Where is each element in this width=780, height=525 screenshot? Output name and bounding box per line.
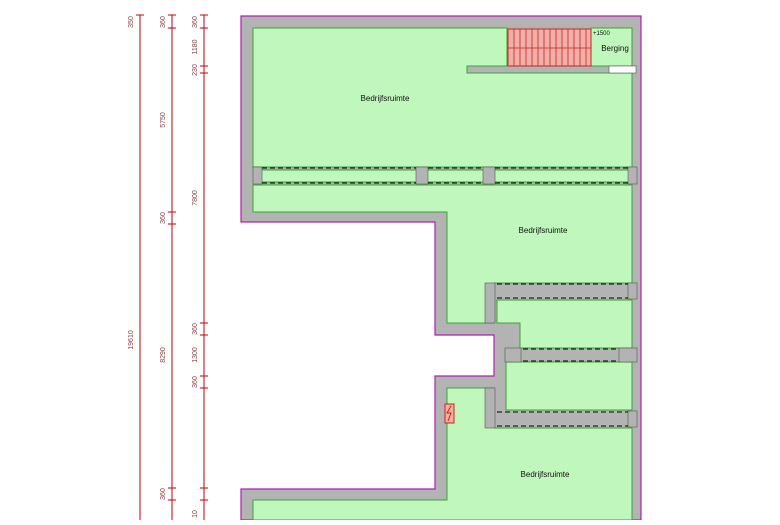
dim-inner-1: 1180 <box>192 39 199 54</box>
stair-icon <box>507 28 592 67</box>
dim-inner-3: 7800 <box>192 190 199 206</box>
room-step-floor-2 <box>505 361 633 411</box>
dim-outer-total: 19610 <box>128 330 135 350</box>
dim-inner-6: 360 <box>192 376 199 388</box>
storage-level-label: +1500 <box>593 31 611 37</box>
room-floors <box>252 27 633 521</box>
room-top-floor <box>252 27 633 168</box>
beams <box>252 166 638 429</box>
beam-band-floor-top <box>259 169 631 183</box>
storage-label: Berging <box>601 44 629 53</box>
dim-middle-4: 360 <box>160 488 167 500</box>
dim-middle-3: 8290 <box>160 347 167 363</box>
storage-door <box>608 65 637 74</box>
electric-meter-icon <box>444 403 455 424</box>
dim-left-top: 350 <box>128 16 135 28</box>
dim-inner-2: 230 <box>192 64 199 76</box>
dim-inner-0: 360 <box>192 16 199 28</box>
room-label-3: Bedrijfsruimte <box>521 470 570 479</box>
dim-middle-1: 5750 <box>160 112 167 128</box>
dim-middle-2: 360 <box>160 212 167 224</box>
dim-middle-0: 360 <box>160 16 167 28</box>
dimension-lines <box>136 14 208 520</box>
dimension-labels: 350 19610 360 5750 360 8290 360 360 1180… <box>128 16 199 518</box>
dim-inner-5: 1300 <box>192 347 199 363</box>
dim-inner-7: 10 <box>192 510 199 518</box>
dim-inner-4: 360 <box>192 323 199 335</box>
room-label-2: Bedrijfsruimte <box>519 226 568 235</box>
room-label-1: Bedrijfsruimte <box>361 94 410 103</box>
